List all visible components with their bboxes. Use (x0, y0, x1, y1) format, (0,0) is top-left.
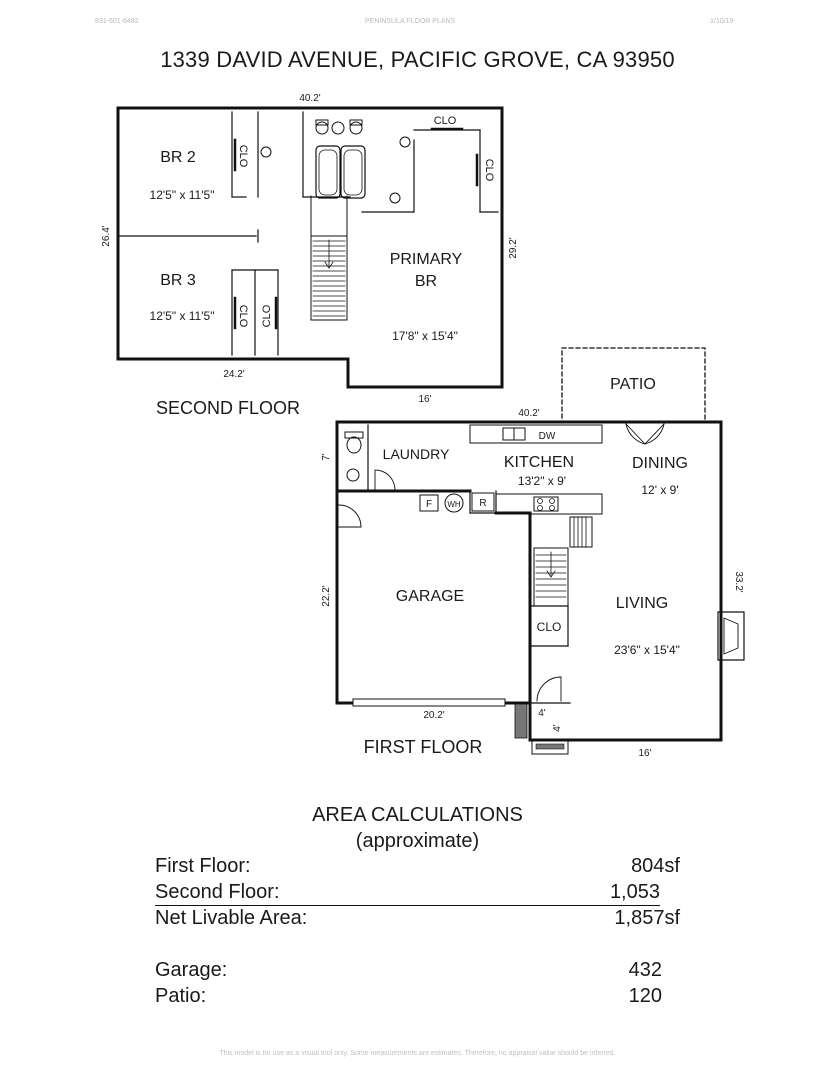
entry-dim-width: 4' (538, 708, 546, 719)
header-date: 1/10/19 (710, 18, 734, 25)
area-calculations-subtitle: (approximate) (355, 830, 480, 852)
room-dining-size: 12' x 9' (641, 483, 678, 497)
first-floor-dim-bottom: 16' (638, 748, 651, 759)
area-label: Garage: (155, 959, 228, 981)
garage-dim-bottom: 20.2' (423, 710, 444, 721)
closet-label: CLO (237, 145, 249, 168)
room-kitchen-size: 13'2" x 9' (518, 474, 566, 488)
entry-dim-height: 4' (552, 724, 563, 732)
area-row-net-livable: Net Livable Area: 1,857sf (155, 907, 680, 930)
area-value: 120 (628, 985, 662, 1007)
refrigerator-label: R (479, 498, 486, 509)
first-floor-label: FIRST FLOOR (364, 737, 483, 757)
area-value: 1,053 (609, 881, 660, 903)
closet-label: CLO (237, 305, 249, 328)
room-br3-name: BR 3 (160, 272, 196, 289)
second-floor-dim-left: 26.4' (101, 225, 112, 246)
room-living-size: 23'6" x 15'4" (614, 643, 680, 657)
second-floor-dim-right: 29.2' (508, 237, 519, 258)
room-br3-size: 12'5" x 11'5" (150, 309, 215, 323)
room-primary-name-line2: BR (415, 273, 437, 290)
room-kitchen-name: KITCHEN (504, 454, 574, 471)
area-label: First Floor: (155, 855, 251, 877)
dishwasher-label: DW (539, 431, 556, 442)
furnace-label: F (426, 499, 432, 510)
first-floor-dim-right: 33.2' (733, 571, 744, 592)
first-floor-outline (335, 420, 723, 742)
closet-label: CLO (483, 159, 495, 182)
area-calculations-title: AREA CALCULATIONS (approximate) (0, 802, 835, 854)
page-title: 1339 DAVID AVENUE, PACIFIC GROVE, CA 939… (160, 47, 675, 72)
area-row-garage: Garage: 432 (155, 959, 662, 982)
area-value: 804sf (631, 855, 680, 877)
closet-label: CLO (434, 115, 457, 127)
room-living-name: LIVING (616, 595, 668, 612)
second-floor-dim-bottom-left: 24.2' (223, 369, 244, 380)
room-garage-name: GARAGE (396, 588, 464, 605)
area-calculations-heading: AREA CALCULATIONS (312, 804, 523, 826)
area-value: 432 (628, 959, 662, 981)
room-patio-name: PATIO (610, 376, 656, 393)
area-label: Second Floor: (155, 881, 280, 903)
room-laundry-name: LAUNDRY (383, 446, 450, 462)
area-row-first-floor: First Floor: 804sf (155, 855, 680, 878)
area-row-second-floor: Second Floor: 1,053 (155, 881, 660, 906)
header-phone: 831-601-6482 (95, 18, 139, 25)
first-floor-dim-left-small: 7' (321, 453, 332, 461)
room-dining-name: DINING (632, 455, 688, 472)
disclaimer-footer: This model is for use as a visual tool o… (219, 1050, 616, 1057)
room-br2-size: 12'5" x 11'5" (150, 188, 215, 202)
room-primary-name-line1: PRIMARY (390, 251, 463, 268)
closet-label: CLO (261, 304, 273, 327)
first-floor-dim-top: 40.2' (518, 408, 539, 419)
room-br2-name: BR 2 (160, 149, 196, 166)
header-company: PENINSULA FLOOR PLANS (365, 18, 456, 25)
area-row-patio: Patio: 120 (155, 985, 662, 1008)
room-primary-size: 17'8" x 15'4" (392, 329, 458, 343)
second-floor-label: SECOND FLOOR (156, 398, 300, 418)
closet-label: CLO (537, 620, 562, 634)
water-heater-label: WH (447, 500, 461, 509)
second-floor-dim-top: 40.2' (299, 93, 320, 104)
area-label: Net Livable Area: (155, 907, 308, 929)
area-label: Patio: (155, 985, 207, 1007)
first-floor-dim-left: 22.2' (321, 585, 332, 606)
second-floor-dim-bottom-right: 16' (418, 394, 431, 405)
floor-plan-diagram: 40.2' 26.4' 29.2' 24.2' 16' BR 2 12'5" x… (101, 93, 745, 759)
second-floor-outline (116, 106, 504, 389)
area-value: 1,857sf (614, 907, 680, 929)
